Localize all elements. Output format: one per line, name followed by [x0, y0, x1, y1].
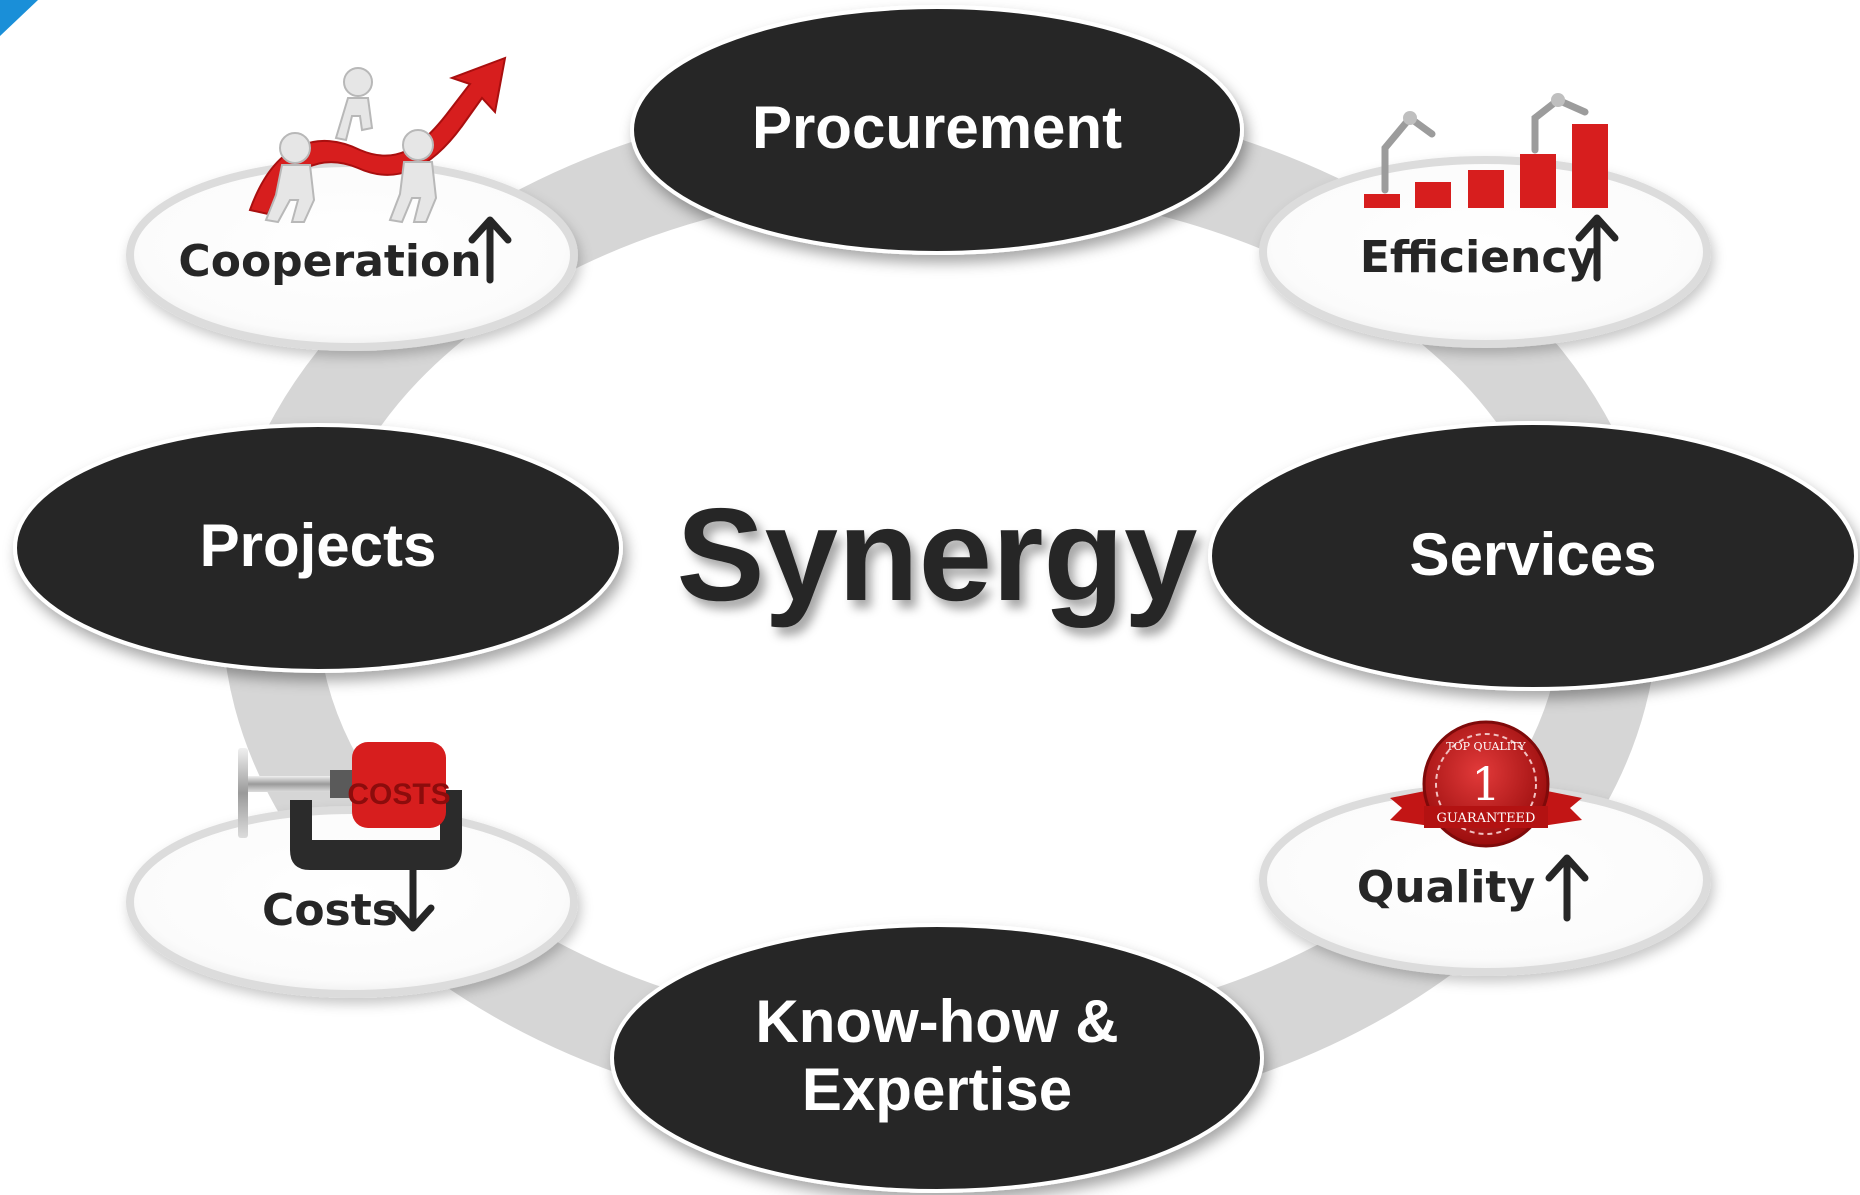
quality-badge-icon: TOP QUALITY 1 GUARANTEED — [1390, 720, 1582, 848]
figure-icon — [264, 67, 438, 224]
arrow-up-icon — [468, 216, 512, 284]
services-label: Services — [1410, 521, 1657, 588]
center-title: Synergy — [677, 481, 1198, 628]
cooperation-label: Cooperation — [178, 236, 481, 287]
clamp-icon: COSTS — [238, 742, 462, 870]
arrow-up-icon — [1545, 854, 1589, 922]
knowhow-label-line1: Know-how & — [755, 988, 1118, 1055]
node-costs: Costs — [126, 806, 578, 998]
node-knowhow-expertise: Know-how & Expertise — [610, 923, 1264, 1193]
knowhow-label-line2: Expertise — [802, 1056, 1072, 1123]
node-procurement: Procurement — [630, 5, 1244, 255]
bar-chart-icon — [1364, 93, 1608, 208]
clamp-costs-text: COSTS — [347, 778, 450, 811]
node-services: Services — [1208, 421, 1858, 691]
badge-number: 1 — [1471, 757, 1500, 811]
costs-label: Costs — [262, 885, 398, 936]
badge-ribbon-text: GUARANTEED — [1437, 811, 1536, 826]
badge-top-text: TOP QUALITY — [1446, 740, 1526, 753]
node-projects: Projects — [13, 423, 623, 673]
node-cooperation: Cooperation — [126, 159, 578, 351]
corner-accent — [0, 0, 38, 36]
arrow-down-icon — [391, 864, 435, 932]
quality-label: Quality — [1357, 862, 1535, 913]
arrow-up-icon — [1575, 214, 1619, 282]
projects-label: Projects — [200, 512, 437, 579]
procurement-label: Procurement — [752, 94, 1122, 161]
efficiency-label: Efficiency — [1360, 232, 1596, 283]
rising-arrow-icon — [248, 56, 507, 224]
robot-arm-icon — [1381, 95, 1589, 194]
